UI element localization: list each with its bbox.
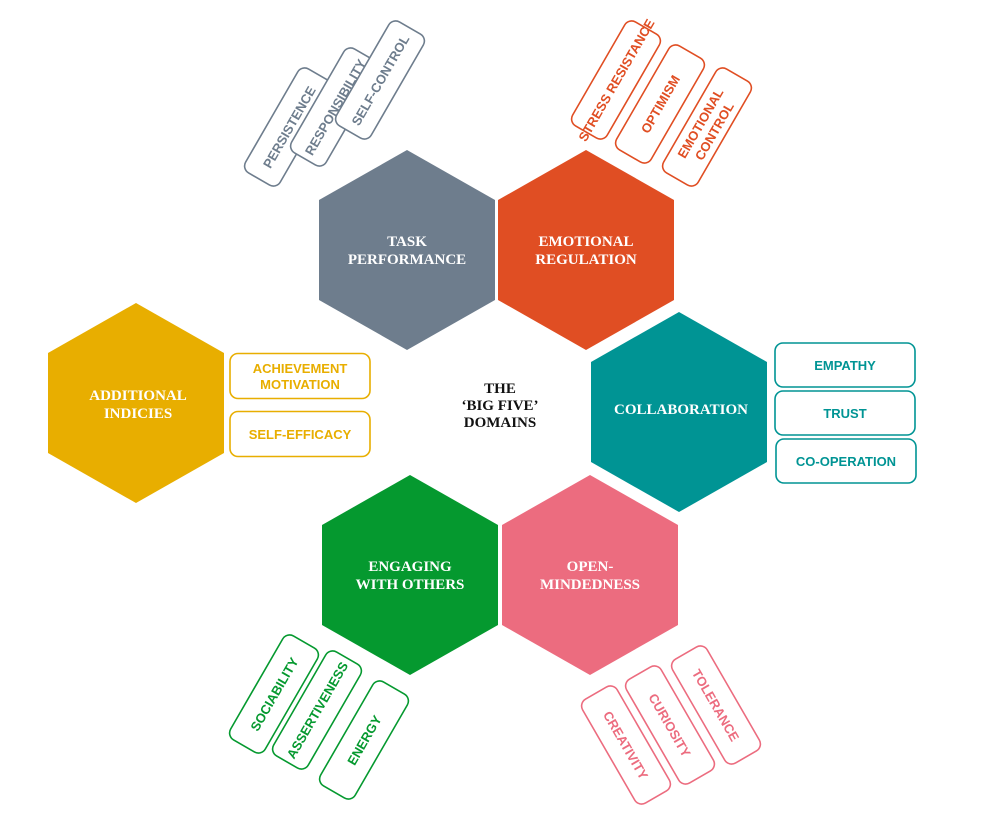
label-line: EMOTIONAL xyxy=(538,234,633,250)
facet-pill-border xyxy=(774,342,916,388)
collaboration-label: COLLABORATION xyxy=(614,402,748,418)
hexagon-engaging-with-others xyxy=(322,475,498,675)
facet-pill-border xyxy=(614,44,706,164)
additional-indicies-label: ADDITIONAL INDICIES xyxy=(89,388,187,422)
facet-pill-border xyxy=(229,352,371,400)
label-line: INDICIES xyxy=(104,406,172,422)
label-line: THE xyxy=(484,381,516,397)
domain-task-performance[interactable]: TASK PERFORMANCE xyxy=(319,150,495,350)
facet-label-line: ACHIEVEMENT xyxy=(253,361,348,376)
facet-pill-collaboration-2[interactable]: CO-OPERATION xyxy=(775,438,917,484)
hexagon-emotional-regulation xyxy=(498,150,674,350)
facet-pill-border xyxy=(229,410,371,458)
label-line: PERFORMANCE xyxy=(348,252,466,268)
domain-open-mindedness[interactable]: OPEN- MINDEDNESS xyxy=(502,475,678,675)
facet-label: SELF-EFFICACY xyxy=(249,427,352,442)
facet-pill-border xyxy=(624,665,716,785)
facet-label-line: MOTIVATION xyxy=(260,377,340,392)
facet-pill-border xyxy=(774,390,916,436)
facet-label-line: EMPATHY xyxy=(814,358,876,373)
facet-label: CO-OPERATION xyxy=(796,454,896,469)
facet-pill-border xyxy=(661,67,753,187)
center-title: THE‘BIG FIVE’DOMAINS xyxy=(461,381,538,431)
facet-label: TRUST xyxy=(823,406,866,421)
facet-label: EMPATHY xyxy=(814,358,876,373)
engaging-with-others-label: ENGAGING WITH OTHERS xyxy=(356,559,465,593)
facet-pill-border xyxy=(670,645,762,765)
open-mindedness-label: OPEN- MINDEDNESS xyxy=(540,559,640,593)
facet-pill-border xyxy=(580,685,672,805)
domain-additional-indicies[interactable]: ADDITIONAL INDICIES xyxy=(48,303,224,503)
facet-pill-collaboration-0[interactable]: EMPATHY xyxy=(774,342,916,388)
task-performance-label: TASK PERFORMANCE xyxy=(348,234,466,268)
domain-emotional-regulation[interactable]: EMOTIONAL REGULATION xyxy=(498,150,674,350)
label-line: DOMAINS xyxy=(464,415,537,431)
label-line: ENGAGING xyxy=(368,559,452,575)
label-line: REGULATION xyxy=(535,252,637,268)
facet-pill-border xyxy=(570,20,662,140)
facet-pill-engaging-0[interactable]: SOCIABILITY xyxy=(227,632,322,756)
label-line: OPEN- xyxy=(567,559,614,575)
facet-pill-additional-1[interactable]: SELF-EFFICACY xyxy=(229,410,371,458)
label-line: ‘BIG FIVE’ xyxy=(461,398,538,414)
facet-pill-border xyxy=(318,680,410,800)
facet-label-line: SELF-EFFICACY xyxy=(249,427,352,442)
facet-label-line: CO-OPERATION xyxy=(796,454,896,469)
facet-pill-collaboration-1[interactable]: TRUST xyxy=(774,390,916,436)
hexagon-additional-indicies xyxy=(48,303,224,503)
facet-pill-border xyxy=(271,650,363,770)
domain-collaboration[interactable]: COLLABORATION xyxy=(591,312,767,512)
label-line: MINDEDNESS xyxy=(540,577,640,593)
emotional-regulation-label: EMOTIONAL REGULATION xyxy=(535,234,637,268)
hexagon-open-mindedness xyxy=(502,475,678,675)
label-line: WITH OTHERS xyxy=(356,577,465,593)
label-line: COLLABORATION xyxy=(614,402,748,418)
hexagon-task-performance xyxy=(319,150,495,350)
hexagon-collaboration xyxy=(591,312,767,512)
facet-pill-border xyxy=(775,438,917,484)
facet-pill-border xyxy=(228,634,320,754)
domain-engaging-with-others[interactable]: ENGAGING WITH OTHERS xyxy=(322,475,498,675)
facet-label-line: TRUST xyxy=(823,406,866,421)
facet-pill-border xyxy=(334,20,426,140)
label-line: TASK xyxy=(387,234,427,250)
label-line: ADDITIONAL xyxy=(89,388,187,404)
